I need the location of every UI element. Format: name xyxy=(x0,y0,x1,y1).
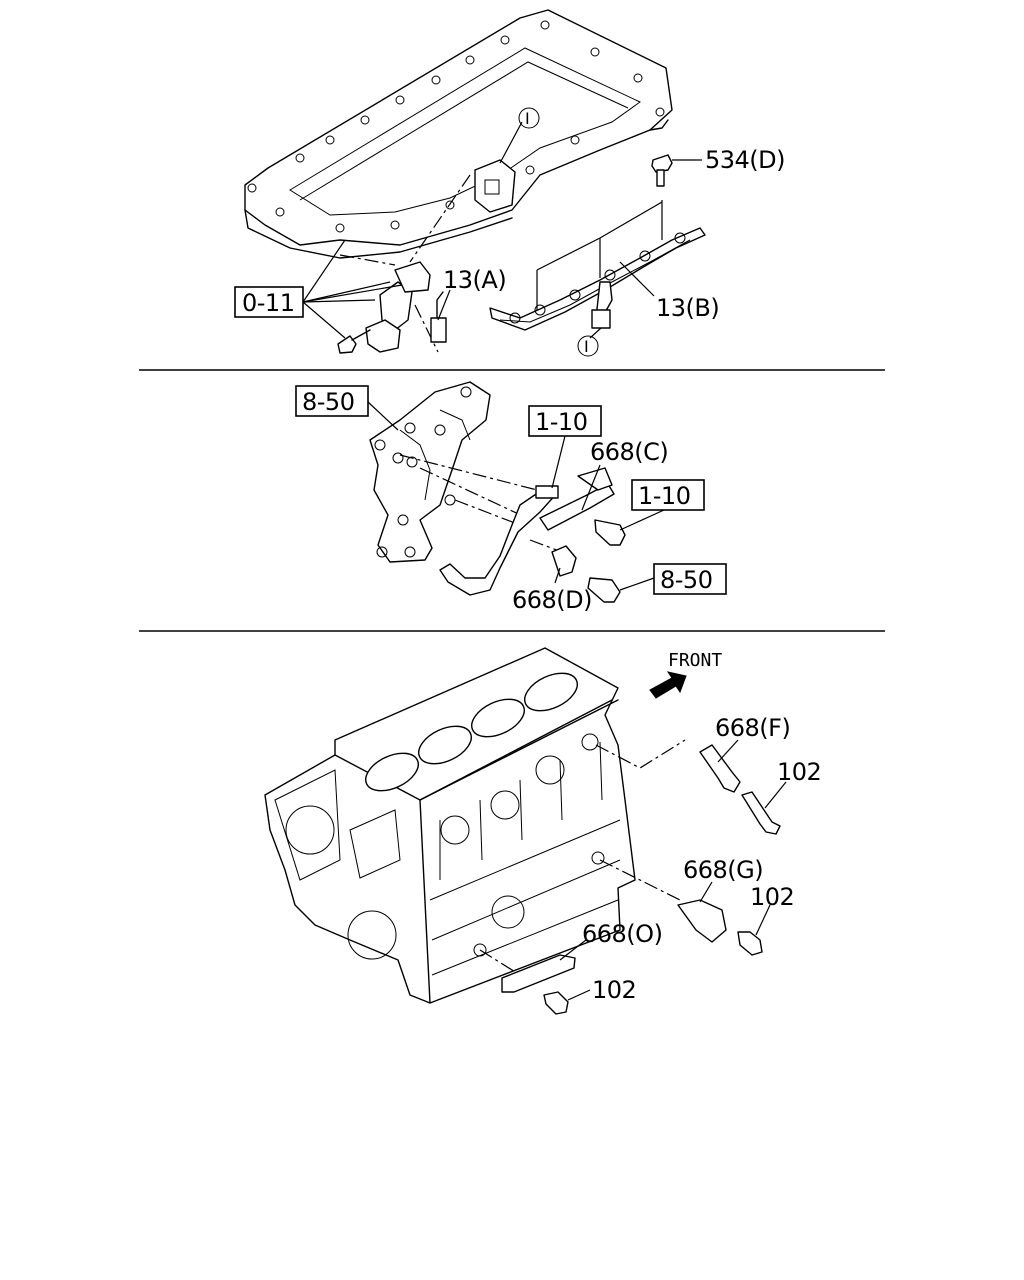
part-668o-label: 668(O) xyxy=(582,920,662,948)
pipe xyxy=(439,487,559,596)
cylinder-bore xyxy=(471,698,525,738)
part-534d-label: 534(D) xyxy=(705,146,785,174)
ref-1-10-right-label: 1-10 xyxy=(638,482,690,510)
ref-1-10-top-label: 1-10 xyxy=(535,408,587,436)
ref-0-11-label: 0-11 xyxy=(242,289,294,317)
front-label: FRONT xyxy=(668,650,722,671)
front-arrow-icon xyxy=(649,671,687,699)
cylinder-block xyxy=(264,647,636,1004)
cylinder-bore xyxy=(418,725,472,765)
oil-pan-section: I 0-11 13(A) xyxy=(234,9,786,357)
part-13b-label: 13(B) xyxy=(656,294,719,322)
oil-pan xyxy=(244,9,673,246)
wire-harness xyxy=(489,227,706,331)
cylinder-bore xyxy=(365,752,419,792)
part-13a-label: 13(A) xyxy=(443,266,506,294)
marker-bottom-label: I xyxy=(584,337,589,356)
ref-8-50-top-label: 8-50 xyxy=(302,388,354,416)
bracket-section: 8-50 1-10 668(C) 1-10 668(D) 8-50 xyxy=(295,381,727,614)
part-102-bottom-label: 102 xyxy=(592,976,636,1004)
part-102-mid-label: 102 xyxy=(750,883,794,911)
ref-box-8-50-top xyxy=(295,385,369,417)
part-668g-label: 668(G) xyxy=(683,856,763,884)
part-668c-label: 668(C) xyxy=(590,438,668,466)
part-668d-label: 668(D) xyxy=(512,586,592,614)
part-668f-label: 668(F) xyxy=(715,714,790,742)
cylinder-bore xyxy=(524,672,578,712)
ref-box-8-50-bottom xyxy=(653,563,727,595)
marker-top-label: I xyxy=(525,109,530,128)
cylinder-block-section: FRONT 668(F) 102 668(G) 102 668(O) 102 xyxy=(264,647,822,1015)
part-102-top-label: 102 xyxy=(777,758,821,786)
ref-8-50-bottom-label: 8-50 xyxy=(660,566,712,594)
ref-box-1-10-top xyxy=(528,405,602,437)
ref-box-1-10-right xyxy=(631,479,705,511)
